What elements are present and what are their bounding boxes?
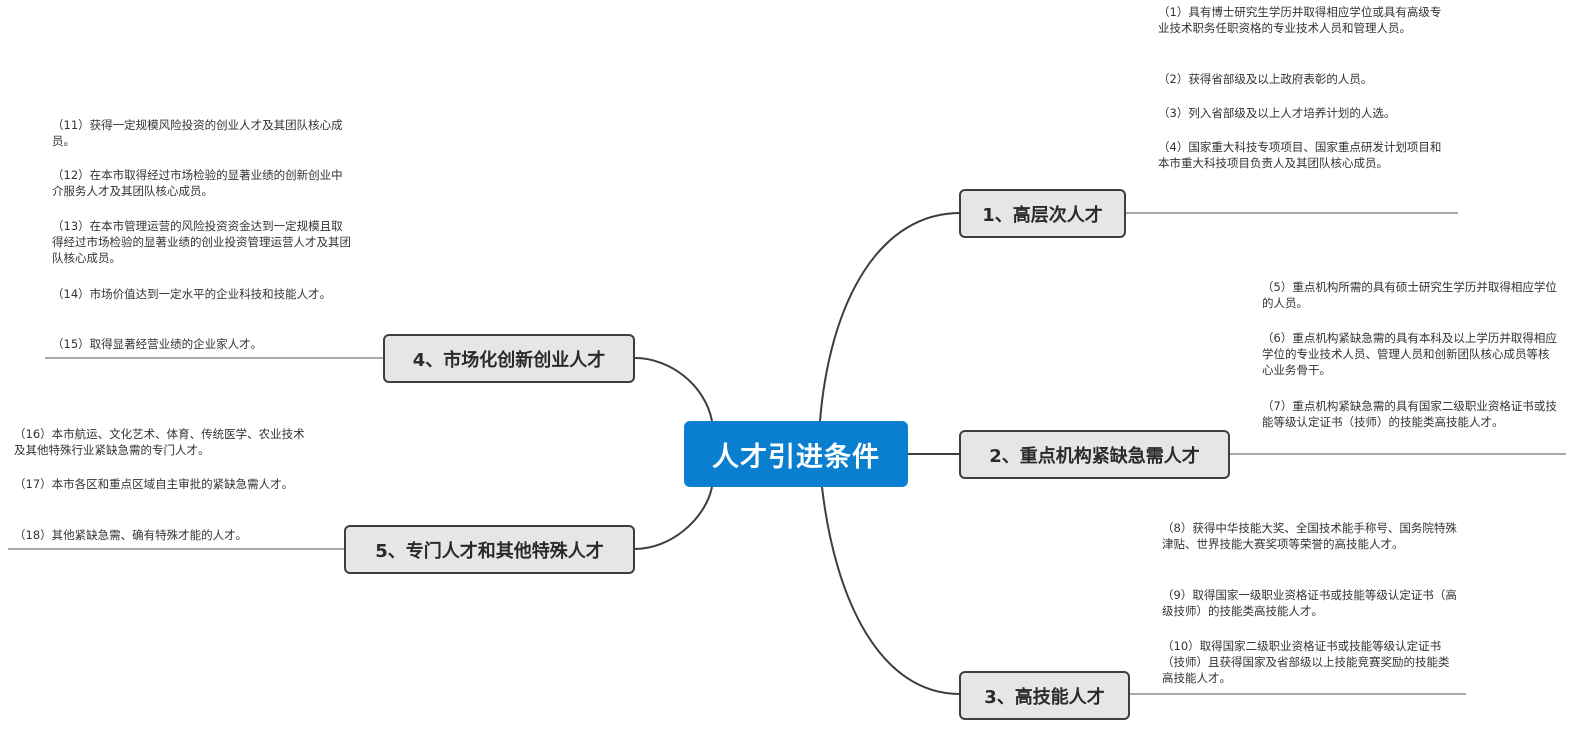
note-item: （15）取得显著经营业绩的企业家人才。: [52, 337, 263, 351]
note-item: （6）重点机构紧缺急需的具有本科及以上学历并取得相应学位的专业技术人员、管理人员…: [1262, 331, 1557, 377]
note-item: （5）重点机构所需的具有硕士研究生学历并取得相应学位的人员。: [1262, 280, 1557, 310]
note-item: （10）取得国家二级职业资格证书或技能等级认定证书（技师）且获得国家及省部级以上…: [1162, 639, 1450, 685]
note-item: （13）在本市管理运营的风险投资资金达到一定规模且取得经过市场检验的显著业绩的创…: [52, 219, 351, 265]
branch-node-5[interactable]: 5、专门人才和其他特殊人才: [344, 525, 635, 574]
note-item: （4）国家重大科技专项项目、国家重点研发计划项目和本市重大科技项目负责人及其团队…: [1158, 140, 1442, 170]
branch-label: 2、重点机构紧缺急需人才: [989, 445, 1200, 467]
root-label: 人才引进条件: [712, 441, 880, 473]
branch-node-1[interactable]: 1、高层次人才: [959, 189, 1126, 238]
branch-node-2[interactable]: 2、重点机构紧缺急需人才: [959, 430, 1230, 479]
note-item: （11）获得一定规模风险投资的创业人才及其团队核心成员。: [52, 118, 343, 148]
link-root-branch-5: [634, 486, 713, 550]
link-root-branch-4: [634, 357, 713, 422]
branch-node-4[interactable]: 4、市场化创新创业人才: [383, 334, 635, 383]
link-root-branch-3: [821, 486, 961, 695]
root-node[interactable]: 人才引进条件: [684, 421, 908, 487]
branch-label: 5、专门人才和其他特殊人才: [375, 540, 604, 562]
branch-label: 1、高层次人才: [982, 204, 1103, 226]
branch-label: 4、市场化创新创业人才: [412, 349, 606, 371]
note-item: （14）市场价值达到一定水平的企业科技和技能人才。: [52, 287, 332, 301]
note-item: （2）获得省部级及以上政府表彰的人员。: [1158, 72, 1373, 86]
note-item: （17）本市各区和重点区域自主审批的紧缺急需人才。: [14, 477, 294, 491]
branch-node-3[interactable]: 3、高技能人才: [959, 671, 1130, 720]
note-item: （9）取得国家一级职业资格证书或技能等级认定证书（高级技师）的技能类高技能人才。: [1162, 588, 1457, 618]
note-item: （18）其他紧缺急需、确有特殊才能的人才。: [14, 528, 248, 542]
note-item: （7）重点机构紧缺急需的具有国家二级职业资格证书或技能等级认定证书（技师）的技能…: [1262, 399, 1557, 429]
branch-label: 3、高技能人才: [984, 686, 1105, 708]
note-item: （12）在本市取得经过市场检验的显著业绩的创新创业中介服务人才及其团队核心成员。: [52, 168, 343, 198]
note-item: （3）列入省部级及以上人才培养计划的人选。: [1158, 106, 1396, 120]
note-item: （16）本市航运、文化艺术、体育、传统医学、农业技术及其他特殊行业紧缺急需的专门…: [14, 427, 305, 457]
link-root-branch-1: [819, 212, 961, 422]
note-item: （8）获得中华技能大奖、全国技术能手称号、国务院特殊津贴、世界技能大赛奖项等荣誉…: [1162, 521, 1457, 551]
note-item: （1）具有博士研究生学历并取得相应学位或具有高级专业技术职务任职资格的专业技术人…: [1158, 5, 1442, 35]
